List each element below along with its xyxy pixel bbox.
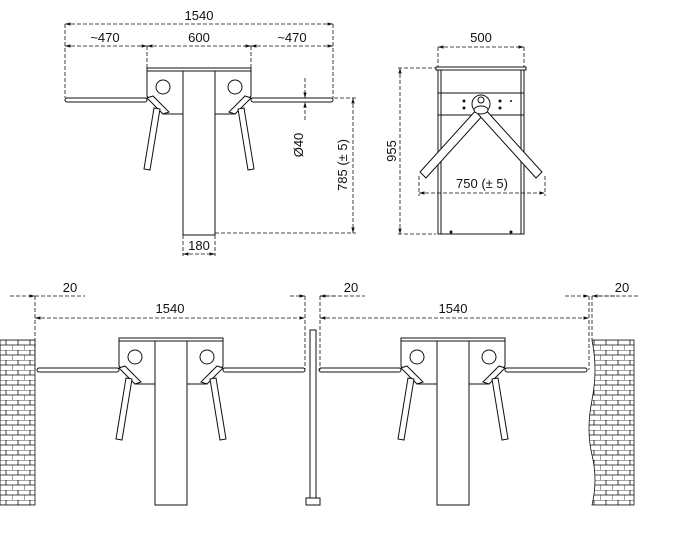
post-width-label: 180 <box>188 238 210 253</box>
separator-pole <box>305 329 321 506</box>
front-view: 1540 ~470 600 ~470 Ø40 785 (± 5) 180 <box>64 8 356 256</box>
passage-right-label: 1540 <box>439 301 468 316</box>
arm-height-label: 785 (± 5) <box>335 139 350 191</box>
overall-width-label: 1540 <box>185 8 214 23</box>
side-height-label: 955 <box>384 140 399 162</box>
turnstile-right <box>318 337 588 506</box>
arm-right-label: ~470 <box>277 30 306 45</box>
layout-view: 20 1540 20 1540 20 <box>0 280 640 506</box>
right-wall <box>588 339 635 506</box>
arm-left-label: ~470 <box>90 30 119 45</box>
passage-left-label: 1540 <box>156 301 185 316</box>
side-width-label: 500 <box>470 30 492 45</box>
turnstile-left <box>36 337 306 506</box>
pole-gap-label: 20 <box>344 280 358 295</box>
wall-gap-right-label: 20 <box>615 280 629 295</box>
center-width-label: 600 <box>188 30 210 45</box>
left-wall <box>0 339 36 506</box>
wall-gap-left-label: 20 <box>63 280 77 295</box>
side-view: 500 955 750 (± 5) <box>384 30 546 235</box>
arm-diameter-label: Ø40 <box>291 133 306 158</box>
arm-span-label: 750 (± 5) <box>456 176 508 191</box>
